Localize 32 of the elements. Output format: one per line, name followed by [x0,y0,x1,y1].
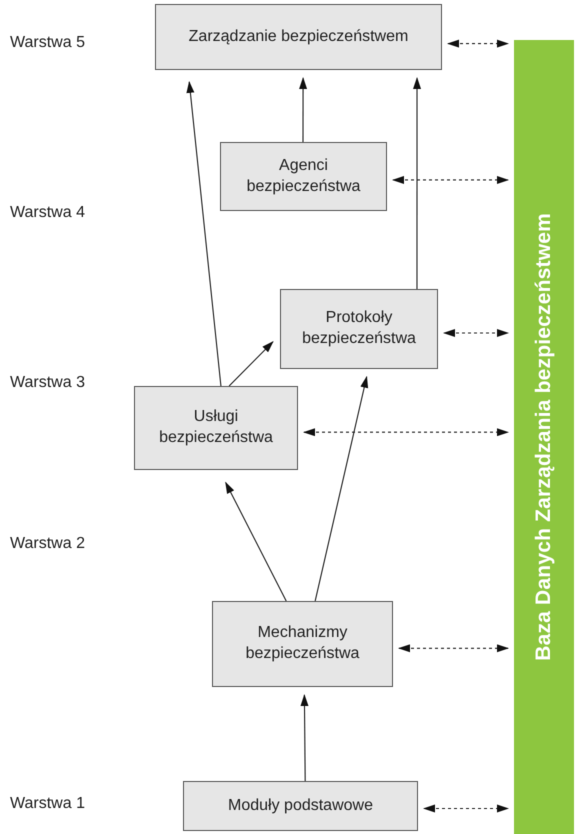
layer-box [134,386,298,470]
arrow [398,644,509,652]
arrow [303,428,509,436]
arrow [314,376,368,602]
box-label: Moduły podstawowe [228,796,373,816]
box-label: Usługi bezpieczeństwa [158,407,274,448]
layer-label: Warstwa 5 [10,34,85,52]
layer-box [155,4,442,70]
box-label: Mechanizmy bezpieczeństwa [244,623,360,664]
box-label: Agenci bezpieczeństwa [246,156,362,196]
database-bar [514,40,574,834]
layer-box [220,142,387,211]
arrow [392,176,509,184]
layer-label: Warstwa 4 [10,204,85,222]
database-label: Baza Danych Zarządzania bezpieczeństwem [532,213,556,661]
layer-label: Warstwa 3 [10,374,85,392]
arrow [225,482,287,602]
arrow [228,341,274,386]
arrow [443,329,509,337]
arrow [447,40,509,48]
layer-label: Warstwa 2 [10,535,85,553]
box-label: Protokoły bezpieczeństwa [301,308,417,349]
arrow [423,804,509,812]
arrow [186,80,222,386]
layer-box [280,289,438,369]
arrow [300,694,308,781]
box-label: Zarządzanie bezpieczeństwem [188,26,408,47]
arrow [299,77,308,142]
layer-box [183,781,418,831]
layer-box [212,601,393,687]
layer-label: Warstwa 1 [10,795,85,813]
arrow [413,77,422,289]
